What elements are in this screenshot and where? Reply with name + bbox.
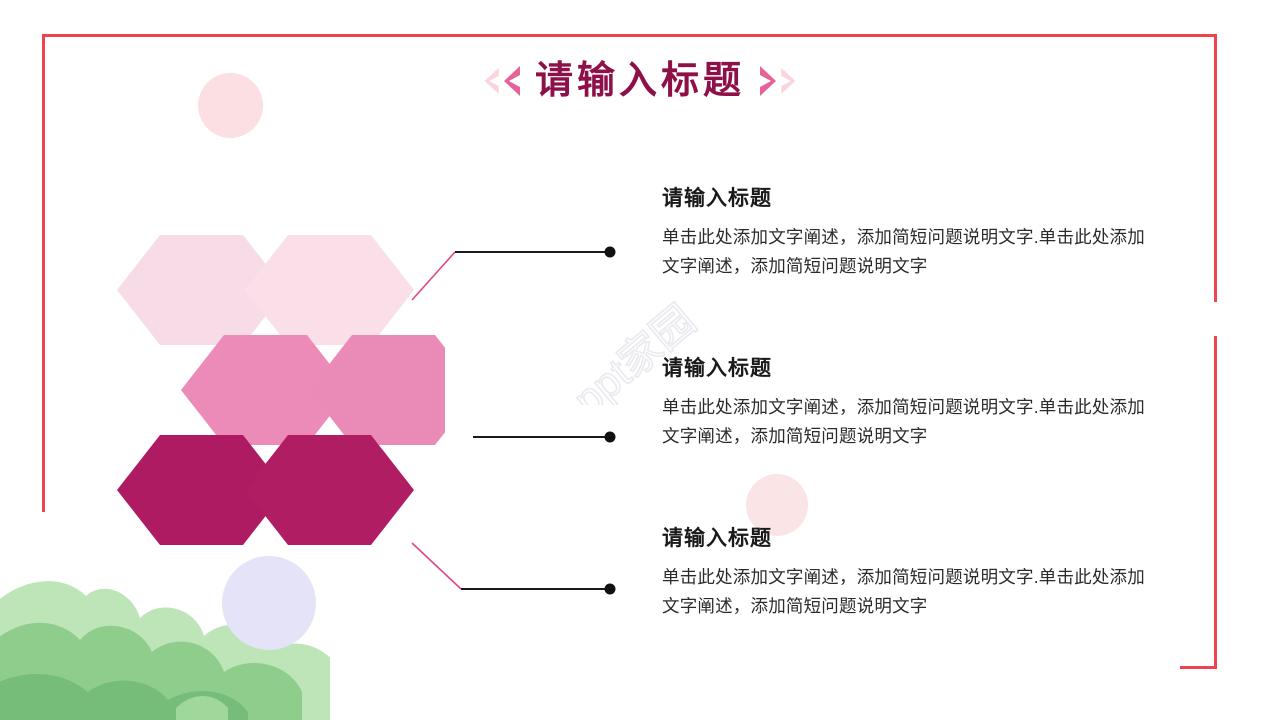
content-block-1: 请输入标题 单击此处添加文字阐述，添加简短问题说明文字.单击此处添加文字阐述，添… bbox=[662, 186, 1162, 280]
hex-top-left bbox=[117, 235, 286, 345]
frame-right-edge-lower bbox=[1214, 336, 1217, 669]
chevron-right-outer-icon bbox=[781, 68, 796, 94]
content-block-3: 请输入标题 单击此处添加文字阐述，添加简短问题说明文字.单击此处添加文字阐述，添… bbox=[662, 526, 1162, 620]
hexagon-cluster bbox=[117, 235, 445, 545]
connector-1-dot bbox=[604, 246, 616, 258]
content-block-2: 请输入标题 单击此处添加文字阐述，添加简短问题说明文字.单击此处添加文字阐述，添… bbox=[662, 356, 1162, 450]
chevron-right-inner-icon bbox=[760, 66, 776, 96]
hex-middle-left bbox=[181, 335, 350, 445]
content-block-1-heading: 请输入标题 bbox=[662, 187, 772, 210]
hex-middle-right bbox=[309, 335, 445, 445]
title-left-chevrons bbox=[481, 66, 521, 96]
hex-bottom-right bbox=[245, 435, 414, 545]
decor-circle-pink-middle bbox=[746, 474, 808, 536]
page-title: 请输入标题 bbox=[534, 60, 745, 102]
frame-top-edge bbox=[42, 34, 1217, 37]
decor-circle-pink-top bbox=[198, 73, 263, 138]
title-right-chevrons bbox=[759, 66, 799, 96]
slide-title-row: 请输入标题 bbox=[0, 62, 1280, 100]
frame-right-edge-upper bbox=[1214, 34, 1217, 302]
content-block-2-body: 单击此处添加文字阐述，添加简短问题说明文字.单击此处添加文字阐述，添加简短问题说… bbox=[662, 397, 1145, 446]
frame-bottom-right-stub bbox=[1180, 666, 1217, 669]
content-block-3-body: 单击此处添加文字阐述，添加简短问题说明文字.单击此处添加文字阐述，添加简短问题说… bbox=[662, 567, 1145, 616]
frame-left-edge-upper bbox=[42, 34, 45, 512]
hex-top-right bbox=[245, 235, 414, 345]
chevron-left-outer-icon bbox=[484, 68, 499, 94]
decor-circle-lavender bbox=[222, 556, 316, 650]
content-block-3-heading: 请输入标题 bbox=[662, 527, 772, 550]
connector-3-dot bbox=[604, 583, 616, 595]
content-block-1-body: 单击此处添加文字阐述，添加简短问题说明文字.单击此处添加文字阐述，添加简短问题说… bbox=[662, 227, 1145, 276]
hex-bottom-left bbox=[117, 435, 286, 545]
content-block-2-heading: 请输入标题 bbox=[662, 357, 772, 380]
chevron-left-inner-icon bbox=[503, 66, 520, 96]
connector-2-dot bbox=[604, 431, 616, 443]
